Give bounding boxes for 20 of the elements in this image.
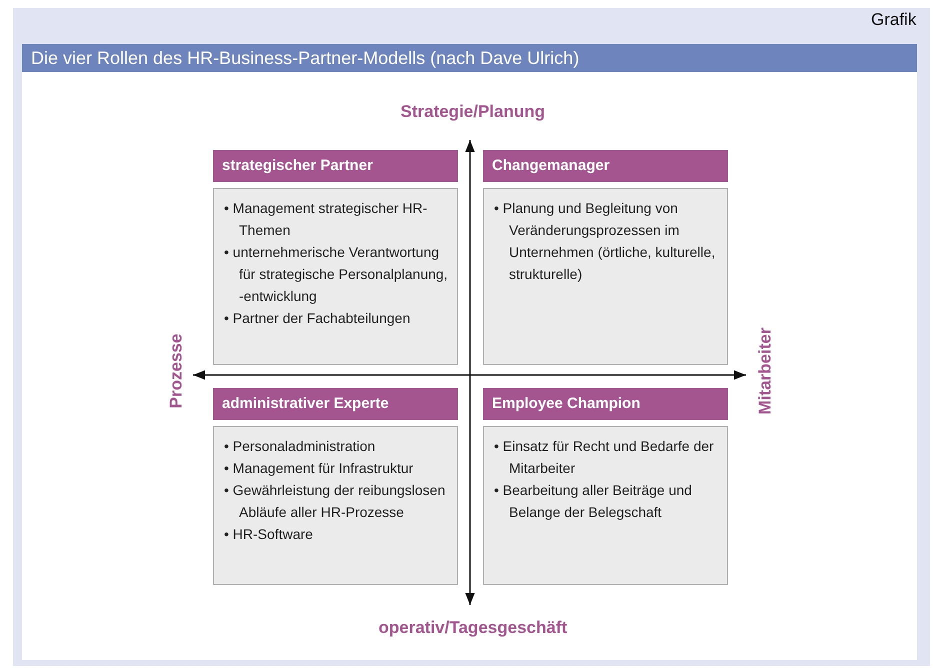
bullet-item: • unternehmerische Verantwortung für strategische Personalplanung, -entwicklung (224, 243, 449, 306)
bullet-item: • Management strategischer HR-Themen (224, 199, 428, 240)
axis-label: Mitarbeiter (754, 328, 775, 414)
role-heading: Changemanager (483, 150, 728, 182)
figure-label: Grafik (871, 10, 916, 30)
bullet-item: • Bearbeitung aller Beiträge und Belange der Belegschaft (494, 481, 693, 522)
bullet-item: • Planung und Begleitung von Veränderungsprozessen im Unternehmen (örtliche, kulturelle, strukturelle) (494, 199, 716, 284)
bullet-item: • HR-Software (224, 525, 314, 544)
bullet-item: • Management für Infrastruktur (224, 459, 414, 478)
axis-label: operativ/Tagesgeschäft (378, 618, 568, 638)
role-heading: administrativer Experte (213, 388, 458, 420)
role-heading: Employee Champion (483, 388, 728, 420)
bullet-item: • Gewährleistung der reibungslosen Abläufe aller HR-Prozesse (224, 481, 446, 522)
axis-label: Prozesse (166, 334, 186, 408)
title-bar: Die vier Rollen des HR-Business-Partner-Modells (nach Dave Ulrich) (22, 44, 917, 72)
bullet-item: • Personaladministration (224, 437, 376, 456)
axis-label: Strategie/Planung (400, 102, 546, 122)
bullet-item: • Partner der Fachabteilungen (224, 309, 412, 328)
role-heading: strategischer Partner (213, 150, 458, 182)
bullet-item: • Einsatz für Recht und Bedarfe der Mitarbeiter (494, 437, 715, 478)
